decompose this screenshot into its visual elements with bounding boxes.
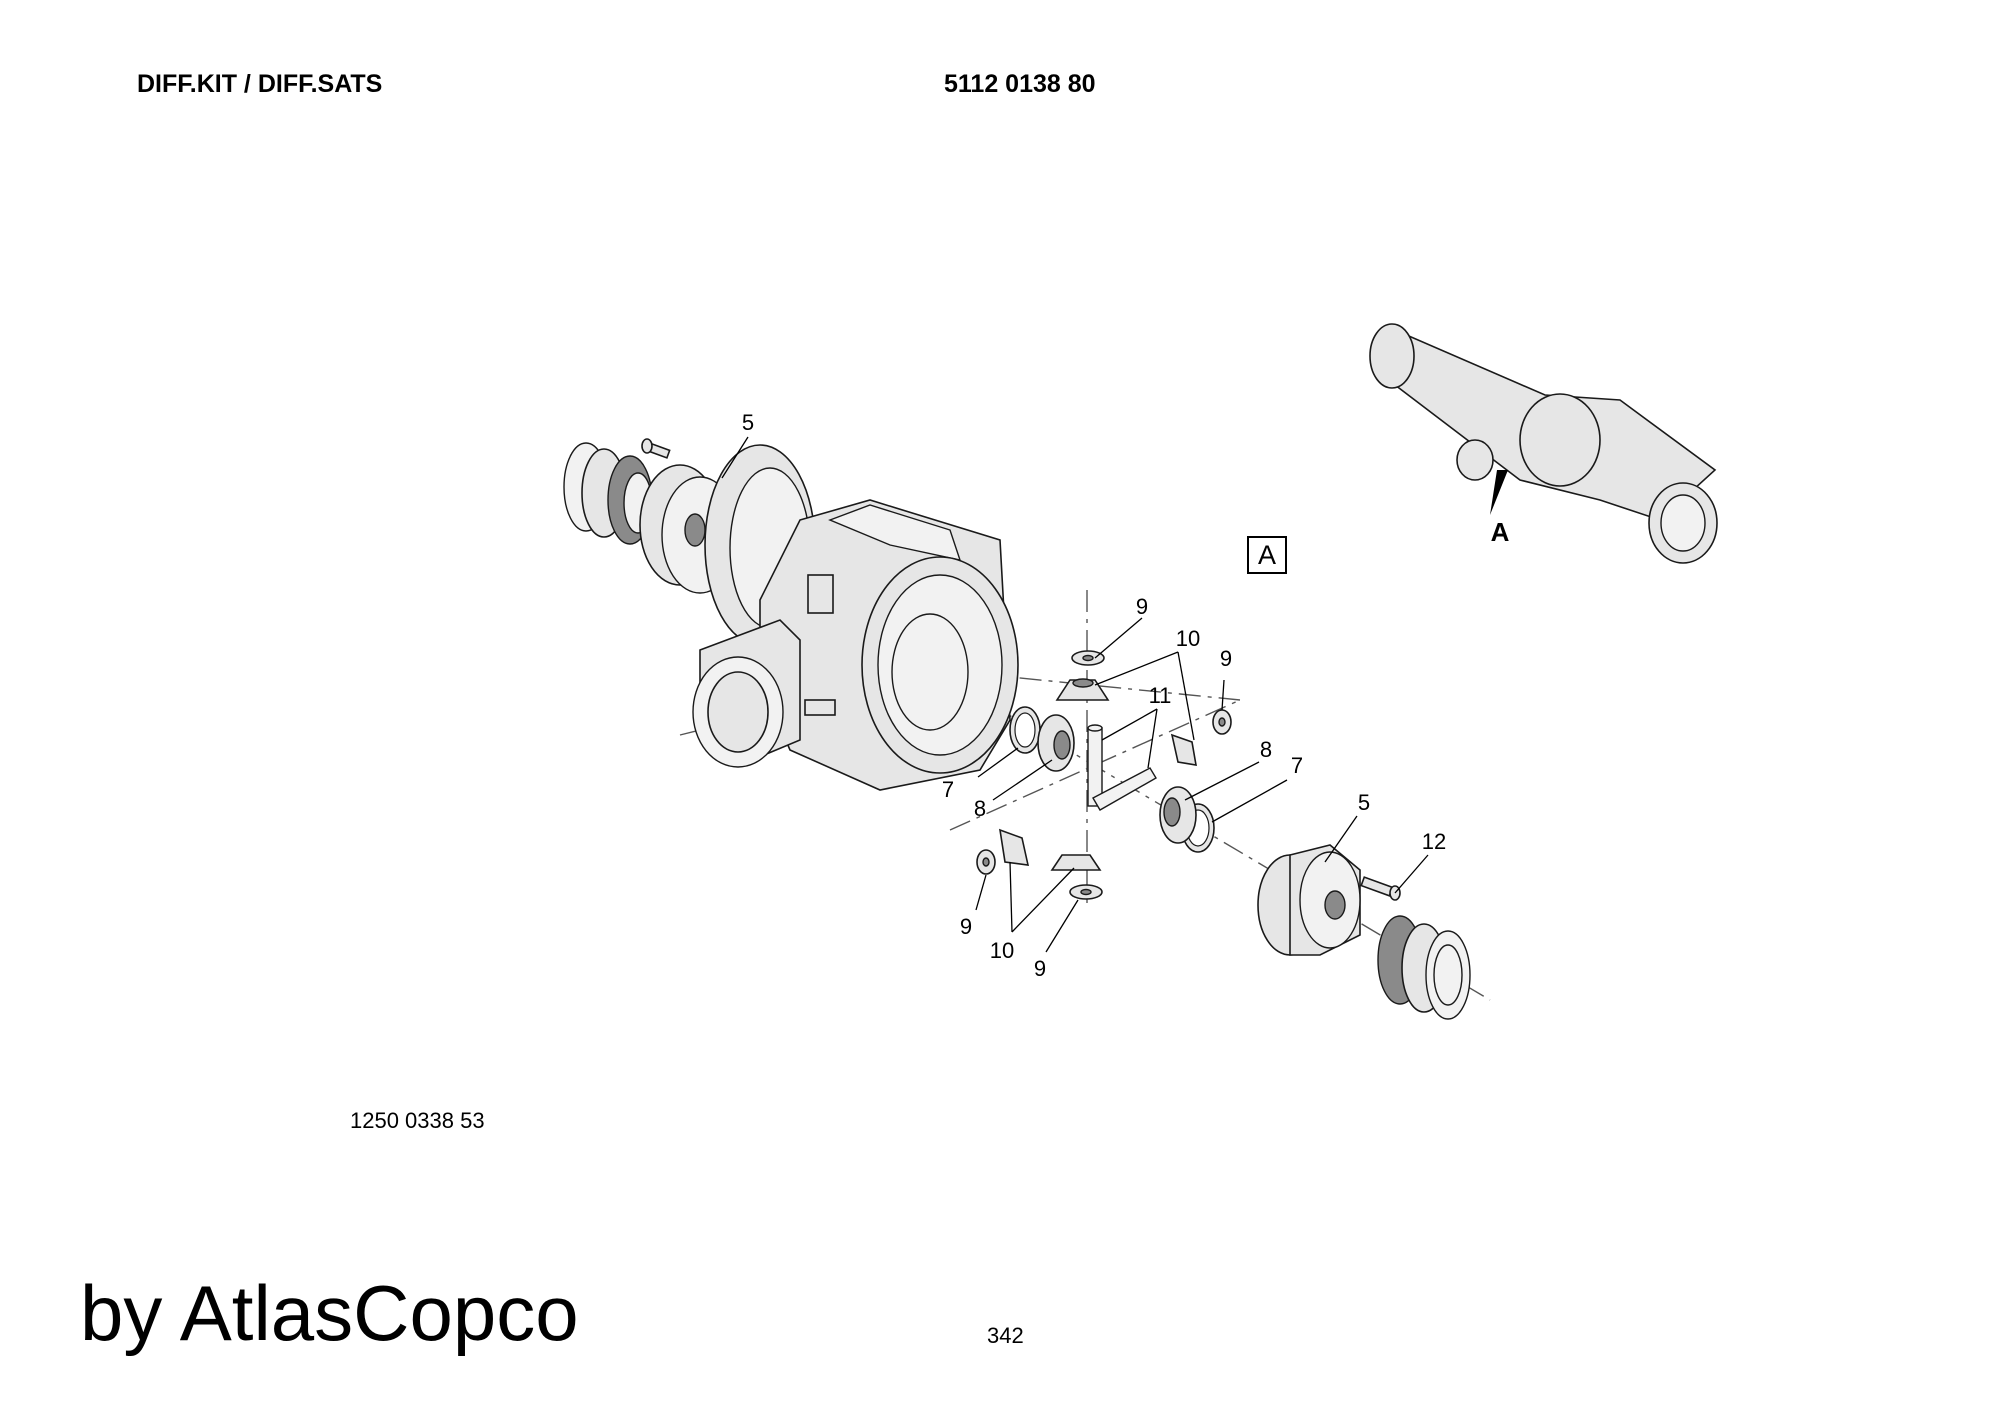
bearing-ring-right <box>1377 915 1471 1020</box>
leader-line <box>1094 617 1143 659</box>
diff-housing-right <box>1257 844 1361 956</box>
leader-line <box>1324 815 1358 863</box>
leader-line <box>1011 867 1075 933</box>
leader-line <box>1184 761 1260 801</box>
callout-10: 10 <box>990 938 1014 963</box>
pinion-gear <box>1050 854 1102 871</box>
pinion-washer <box>976 849 996 875</box>
leader-line <box>1009 861 1013 933</box>
bearing-ring-left <box>563 442 653 545</box>
cross-shaft <box>1087 724 1157 811</box>
callout-11: 11 <box>1149 683 1172 708</box>
side-gear-right <box>1159 786 1197 844</box>
callout-9: 9 <box>1136 594 1148 619</box>
callout-10: 10 <box>1176 626 1200 651</box>
leader-line <box>1177 651 1195 741</box>
pinion-washer <box>1212 709 1232 735</box>
view-marker-label: A <box>1258 540 1276 570</box>
callout-5: 5 <box>1358 790 1370 815</box>
leader-line <box>1221 679 1225 711</box>
pinion-washer <box>1071 650 1105 666</box>
overview-pointer <box>1490 470 1508 515</box>
drawing-number: 1250 0338 53 <box>350 1108 485 1133</box>
page-number: 342 <box>987 1323 1024 1348</box>
overview-marker-label: A <box>1491 517 1510 547</box>
leader-line <box>1394 854 1429 894</box>
axle-overview <box>1369 323 1718 564</box>
callout-8: 8 <box>974 796 986 821</box>
thrust-washer-left <box>1009 706 1041 754</box>
differential-carrier <box>692 499 1019 791</box>
leader-line <box>721 436 749 479</box>
pinion-washer <box>1069 884 1103 900</box>
pinion-gear <box>1170 733 1197 766</box>
leader-line <box>1211 779 1288 823</box>
callout-5: 5 <box>742 410 754 435</box>
leader-line <box>977 747 1019 778</box>
document-title: DIFF.KIT / DIFF.SATS <box>137 70 383 98</box>
callout-7: 7 <box>942 777 954 802</box>
callout-12: 12 <box>1422 829 1446 854</box>
callout-7: 7 <box>1291 753 1303 778</box>
leader-line <box>1045 899 1079 953</box>
assembly-axis <box>949 699 1241 831</box>
side-gear-left <box>1037 714 1075 772</box>
leader-line <box>1094 651 1179 686</box>
callout-8: 8 <box>1260 737 1272 762</box>
view-marker-box <box>1247 536 1287 574</box>
callout-9: 9 <box>960 914 972 939</box>
leader-line <box>1147 708 1158 769</box>
brand-signature: by AtlasCopco <box>80 1269 579 1357</box>
callout-9: 9 <box>1034 956 1046 981</box>
leader-line <box>992 759 1053 801</box>
part-number: 5112 0138 80 <box>944 70 1096 98</box>
pinion-gear <box>999 828 1030 866</box>
bolt-right <box>1360 876 1401 901</box>
callout-9: 9 <box>1220 646 1232 671</box>
bolt-left <box>641 438 671 459</box>
leader-line <box>975 874 987 911</box>
leader-line <box>1101 708 1158 741</box>
